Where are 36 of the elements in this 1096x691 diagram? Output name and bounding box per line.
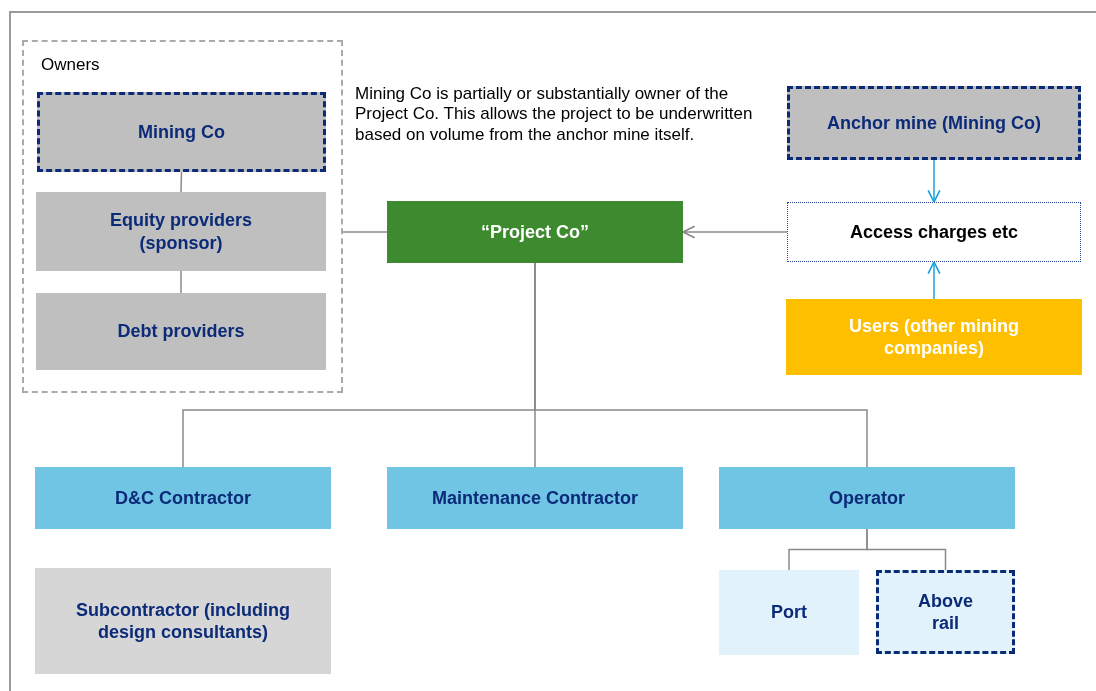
connector-line <box>180 270 182 294</box>
connector-line <box>342 231 388 233</box>
subcontractor-box <box>35 568 331 674</box>
connector-line <box>180 171 183 193</box>
note-text: Mining Co is partially or substantially owner of the Project Co. This allows the project to be underwritten based on volume from the anchor mine itself. <box>355 84 754 146</box>
node-label: Anchor mine (Mining Co) <box>826 111 1042 135</box>
node-label: D&C Contractor <box>114 486 252 510</box>
contractor-box <box>387 467 683 529</box>
node-label: Access charges etc <box>848 220 1020 244</box>
port-box <box>719 570 859 655</box>
arrow <box>927 261 941 300</box>
node-label: Port <box>770 601 808 624</box>
anchor-box <box>787 86 1081 160</box>
charges-box <box>787 202 1081 262</box>
node-label: Users (other mining companies) <box>848 314 1020 360</box>
arrow <box>927 159 941 203</box>
operator-box <box>719 467 1015 529</box>
above-rail-box <box>876 570 1015 654</box>
project-box <box>387 201 683 263</box>
node-label: Operator <box>828 486 906 510</box>
arrow <box>682 225 788 239</box>
owner-box <box>36 293 326 370</box>
node-label: Equity providers (sponsor) <box>109 209 253 254</box>
contractor-box <box>35 467 331 529</box>
node-label: Above rail <box>917 589 974 635</box>
node-label: Subcontractor (including design consultants) <box>75 598 291 644</box>
node-label: “Project Co” <box>480 220 590 244</box>
group-title: Owners <box>41 54 100 76</box>
owner-box <box>36 192 326 271</box>
owner-box <box>37 92 326 172</box>
users-box <box>786 299 1082 375</box>
node-label: Debt providers <box>116 320 246 343</box>
connector-line <box>866 528 947 571</box>
node-label: Mining Co <box>137 120 226 144</box>
node-label: Maintenance Contractor <box>430 486 639 510</box>
owners-group <box>22 40 343 393</box>
